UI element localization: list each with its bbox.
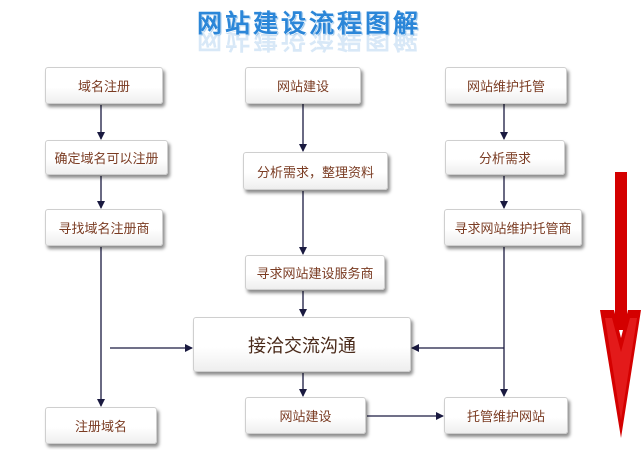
box-hosting-top: 网站维护托管 [445, 67, 567, 104]
box-analyze-materials: 分析需求，整理资料 [243, 152, 388, 190]
box-find-registrar: 寻找域名注册商 [45, 209, 163, 246]
box-hosting-bottom: 托管维护网站 [444, 397, 568, 434]
box-find-build-provider: 寻求网站建设服务商 [245, 255, 385, 290]
box-website-build-bottom: 网站建设 [245, 397, 366, 434]
box-domain-register: 域名注册 [45, 67, 163, 104]
box-analyze-needs: 分析需求 [445, 140, 565, 175]
box-website-build-top: 网站建设 [245, 67, 361, 104]
box-register-domain: 注册域名 [45, 407, 157, 444]
box-communicate: 接洽交流沟通 [193, 317, 411, 372]
box-find-hosting-provider: 寻求网站维护托管商 [444, 209, 582, 246]
page-title: 网站建设流程图解 [196, 9, 421, 38]
box-confirm-domain: 确定域名可以注册 [45, 140, 168, 175]
big-red-down-arrow [600, 172, 641, 438]
